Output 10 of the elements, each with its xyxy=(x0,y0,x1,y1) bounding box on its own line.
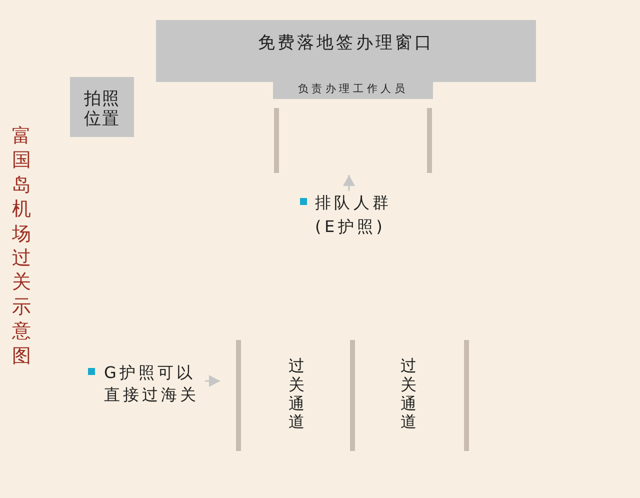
arrow xyxy=(343,175,355,191)
vertical-title: 富国岛机场过关示意图 xyxy=(11,124,32,368)
lane-label: 过关通道 xyxy=(288,357,305,432)
lane-label: 过关通道 xyxy=(400,357,417,432)
passage-note: G护照可以直接过海关 xyxy=(104,362,200,406)
photo-spot-box: 拍照位置 xyxy=(70,77,134,137)
staff-tab: 负责办理工作人员 xyxy=(273,82,433,99)
queue-label: 排队人群(E护照) xyxy=(315,192,393,238)
arrow xyxy=(205,375,220,387)
counter-box: 免费落地签办理窗口 xyxy=(156,20,536,82)
